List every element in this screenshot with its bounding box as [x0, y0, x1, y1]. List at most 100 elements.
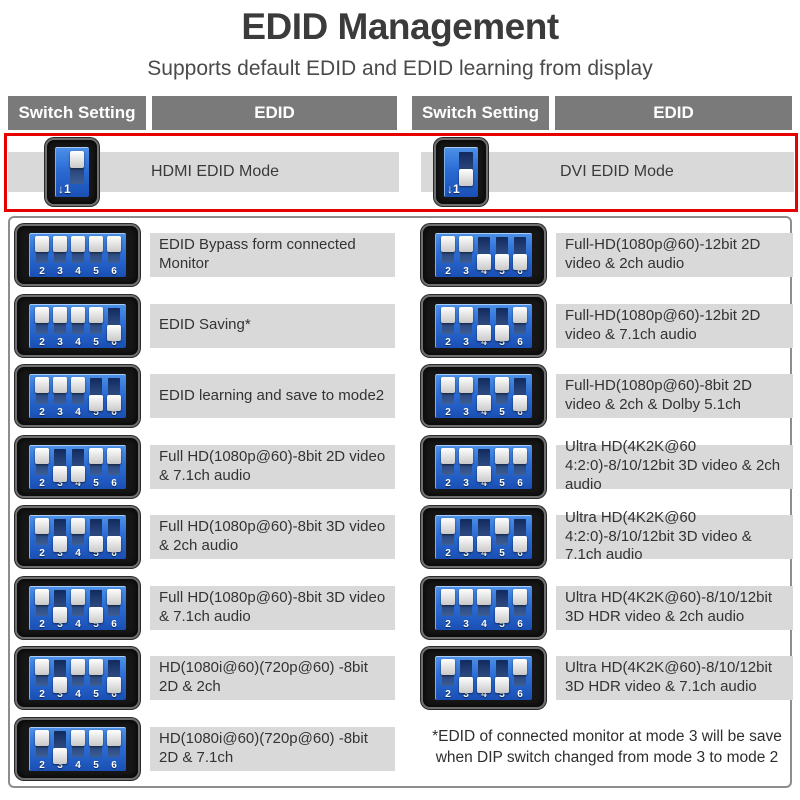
dip-toggle-3: 3 — [459, 305, 473, 348]
dip-toggle-2: 2 — [35, 728, 49, 771]
dip-toggle-2: 2 — [35, 516, 49, 559]
edid-mode-select-row: HDMI EDID Mode DVI EDID Mode ↓1 ↓1 — [4, 133, 798, 212]
dip-toggle-3: 3 — [53, 375, 67, 418]
dip-toggle-3: 3 — [459, 234, 473, 277]
edid-description: Ultra HD(4K2K@60 4:2:0)-8/10/12bit 3D vi… — [556, 509, 793, 563]
dip-toggle-4: 4 — [477, 516, 491, 559]
mode-switch-panel: ↓1 — [55, 147, 89, 197]
dip-toggle-5: 5 — [89, 305, 103, 348]
hdmi-mode-label: HDMI EDID Mode — [151, 163, 280, 180]
dip-toggle-2: 2 — [441, 446, 455, 489]
edid-description: Ultra HD(4K2K@60)-8/10/12bit 3D HDR vide… — [556, 656, 793, 700]
edid-description: Full HD(1080p@60)-8bit 2D video & 7.1ch … — [150, 444, 395, 489]
dip-toggle-2: 2 — [441, 234, 455, 277]
edid-description: Full-HD(1080p@60)-12bit 2D video & 7.1ch… — [556, 303, 793, 348]
dip-toggle-3: 3 — [53, 446, 67, 489]
dip-toggle-2: 2 — [35, 587, 49, 630]
dip-toggle-2: 2 — [35, 234, 49, 277]
mode-switch-label: ↓1 — [58, 182, 71, 196]
footnote: *EDID of connected monitor at mode 3 wil… — [432, 727, 782, 767]
dip-toggle-5: 5 — [495, 234, 509, 277]
hdmi-mode-switch-icon: ↓1 — [45, 138, 99, 206]
dip-toggle-5: 5 — [495, 305, 509, 348]
dip-toggle-5: 5 — [495, 516, 509, 559]
dip-toggle-3: 3 — [459, 657, 473, 700]
edid-description: EDID Saving* — [150, 303, 395, 348]
edid-description: HD(1080i@60)(720p@60) -8bit 2D & 2ch — [150, 656, 395, 700]
edid-description: Full HD(1080p@60)-8bit 3D video & 7.1ch … — [150, 585, 395, 630]
dip-toggle-5: 5 — [495, 446, 509, 489]
dip-toggle-5: 5 — [495, 657, 509, 700]
dip-toggle-6: 6 — [513, 657, 527, 700]
dip-toggle-6: 6 — [107, 234, 121, 277]
dip-toggle-5: 5 — [89, 587, 103, 630]
dip-toggle-2: 2 — [35, 305, 49, 348]
dip-toggle-4: 4 — [71, 516, 85, 559]
dip-toggle-6: 6 — [107, 587, 121, 630]
dip-toggle-6: 6 — [107, 446, 121, 489]
dip-toggle-6: 6 — [513, 516, 527, 559]
dip-toggle-4: 4 — [71, 375, 85, 418]
edid-description: Full HD(1080p@60)-8bit 3D video & 2ch au… — [150, 515, 395, 559]
dip-toggle-6: 6 — [107, 516, 121, 559]
dip-toggle-2: 2 — [441, 587, 455, 630]
dip-toggle-4: 4 — [477, 375, 491, 418]
dip-toggle-5: 5 — [89, 728, 103, 771]
dip-toggle-6: 6 — [513, 305, 527, 348]
dip-toggle-3: 3 — [459, 446, 473, 489]
dip-toggle-5: 5 — [89, 234, 103, 277]
header-switch-setting-right: Switch Setting — [412, 96, 549, 130]
dip-toggle-6: 6 — [513, 587, 527, 630]
header-edid-left: EDID — [152, 96, 397, 130]
mode-switch-panel: ↓1 — [444, 147, 478, 197]
dip-toggle-4: 4 — [477, 305, 491, 348]
dip-toggle-5: 5 — [89, 446, 103, 489]
dip-toggle-6: 6 — [107, 657, 121, 700]
dip-toggle-4: 4 — [477, 587, 491, 630]
edid-description: Full-HD(1080p@60)-8bit 2D video & 2ch & … — [556, 374, 793, 418]
dip-toggle-6: 6 — [107, 728, 121, 771]
edid-description: Full-HD(1080p@60)-12bit 2D video & 2ch a… — [556, 233, 793, 277]
dip-toggle-6: 6 — [513, 375, 527, 418]
dvi-mode-label: DVI EDID Mode — [560, 163, 674, 180]
dip-toggle-4: 4 — [477, 657, 491, 700]
page-subtitle: Supports default EDID and EDID learning … — [147, 57, 653, 80]
dip-toggle-3: 3 — [459, 375, 473, 418]
dip-toggle-5: 5 — [89, 516, 103, 559]
dip-toggle-2: 2 — [441, 305, 455, 348]
edid-description: HD(1080i@60)(720p@60) -8bit 2D & 7.1ch — [150, 726, 395, 771]
dip-toggle-2: 2 — [441, 516, 455, 559]
dip-toggle-2: 2 — [35, 375, 49, 418]
dip-toggle-4: 4 — [71, 728, 85, 771]
dip-toggle-4: 4 — [477, 446, 491, 489]
dip-toggle-3: 3 — [53, 587, 67, 630]
dip-toggle-6: 6 — [513, 234, 527, 277]
